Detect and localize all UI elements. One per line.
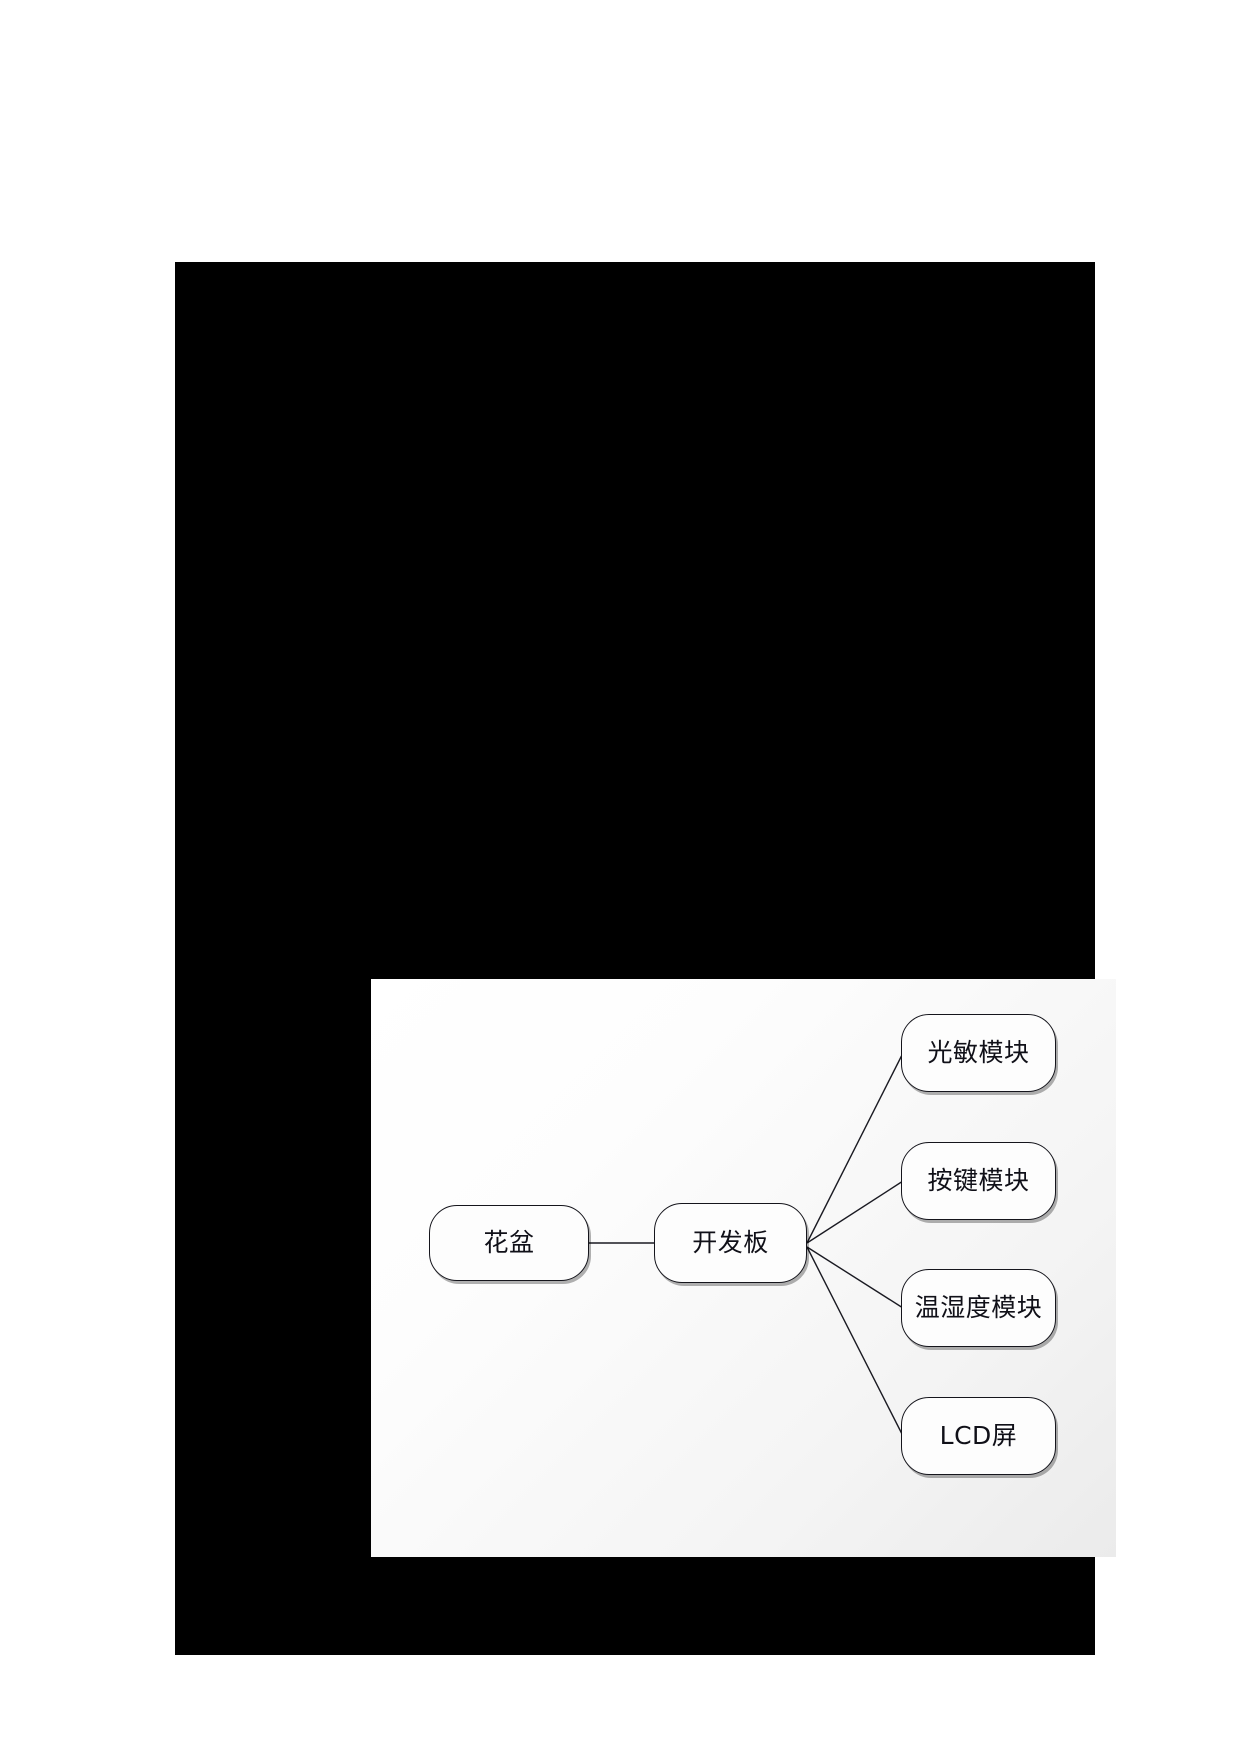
node-flowerpot[interactable]: 花盆: [429, 1205, 589, 1281]
diagram-canvas: 花盆 开发板 光敏模块 按键模块 温湿度模块 LCD屏: [371, 979, 1116, 1557]
node-temperature-humidity-module-label: 温湿度模块: [914, 1293, 1043, 1323]
edge-devboard-lcd: [806, 1246, 904, 1437]
edge-devboard-temphum: [806, 1246, 904, 1309]
slide-frame: 花盆 开发板 光敏模块 按键模块 温湿度模块 LCD屏: [175, 262, 1116, 1655]
node-button-module-label: 按键模块: [927, 1165, 1030, 1195]
node-development-board-label: 开发板: [692, 1227, 769, 1257]
node-flowerpot-label: 花盆: [483, 1227, 535, 1257]
edge-devboard-button: [806, 1180, 904, 1244]
node-lcd-screen[interactable]: LCD屏: [901, 1397, 1056, 1475]
node-temperature-humidity-module[interactable]: 温湿度模块: [901, 1269, 1056, 1347]
node-lcd-screen-label: LCD屏: [939, 1420, 1018, 1450]
node-button-module[interactable]: 按键模块: [901, 1142, 1056, 1220]
node-development-board[interactable]: 开发板: [654, 1203, 807, 1283]
edge-devboard-light: [806, 1052, 904, 1244]
node-light-sensor-module[interactable]: 光敏模块: [901, 1014, 1056, 1092]
node-light-sensor-module-label: 光敏模块: [927, 1037, 1030, 1067]
connector-layer: [589, 1052, 904, 1437]
